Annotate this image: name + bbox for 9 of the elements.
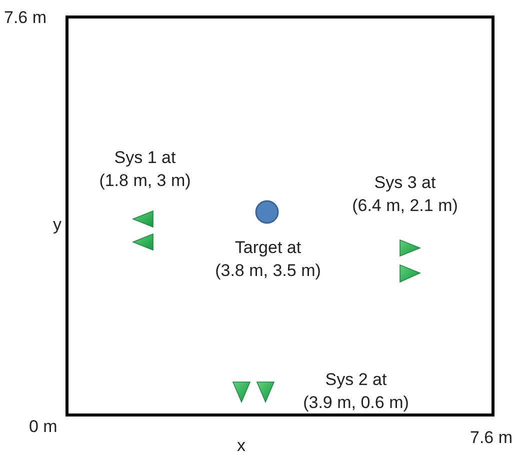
axis-max-label: 7.6 m [470, 427, 513, 449]
sensor-position-label: Sys 2 at (3.9 m, 0.6 m) [303, 369, 409, 414]
target-position-label: Target at (3.8 m, 3.5 m) [215, 237, 321, 282]
axis-max-label: 7.6 m [4, 7, 47, 29]
axis-origin-label: 0 m [29, 416, 58, 438]
axis-label: y [53, 214, 62, 236]
sensor-position-label: Sys 3 at (6.4 m, 2.1 m) [352, 172, 458, 217]
axis-label: x [237, 435, 246, 457]
sensor-position-label: Sys 1 at (1.8 m, 3 m) [99, 147, 191, 192]
